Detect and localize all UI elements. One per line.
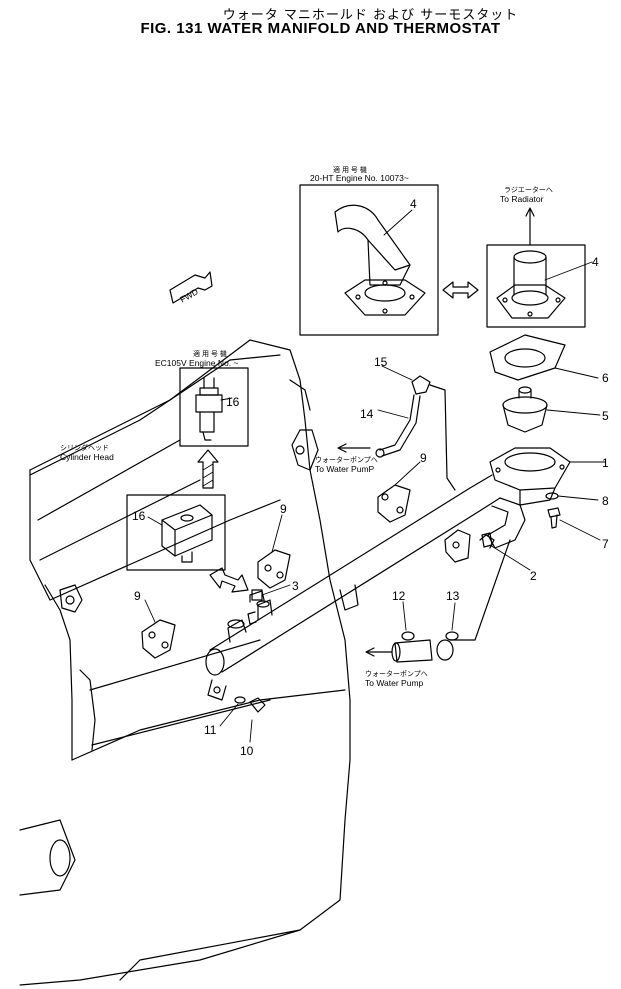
- hose-12: [365, 601, 433, 663]
- fwd-arrow: [169, 271, 213, 304]
- gasket: [489, 334, 599, 381]
- washer-8: [545, 492, 599, 501]
- gasket-9-right: [377, 461, 421, 523]
- part-number-9-left: 9: [134, 589, 141, 603]
- figure-title: FIG. 131 WATER MANIFOLD AND THERMOSTAT: [140, 20, 501, 37]
- cylinder-head-label-jp: シリンダヘッド: [60, 443, 109, 452]
- water-pump-label-jp-2: ウォーターポンプへ: [365, 669, 428, 678]
- to-water-pump-label-2: To Water Pump: [365, 678, 424, 688]
- part-number-4-right: 4: [592, 255, 599, 269]
- hatched-arrow-up: [197, 449, 219, 489]
- part-number-7: 7: [602, 537, 609, 551]
- engine-block-outline: [19, 339, 351, 986]
- interchange-arrow: [442, 281, 479, 299]
- applicable-label-20ht: 適 用 号 機: [333, 165, 367, 174]
- washer-11: [219, 696, 246, 727]
- part-number-14: 14: [360, 407, 374, 421]
- clamp-13: [436, 602, 459, 661]
- inset-box-20ht: [299, 184, 439, 336]
- part-number-16-bottom: 16: [132, 509, 146, 523]
- bolt-7: [547, 507, 601, 541]
- plug-3: [251, 584, 291, 601]
- fitting-15: [381, 365, 456, 491]
- part-number-9-right: 9: [420, 451, 427, 465]
- part-number-4-left: 4: [410, 197, 417, 211]
- to-radiator-label: To Radiator: [500, 194, 544, 204]
- part-number-6: 6: [602, 371, 609, 385]
- inset-box-radiator: [486, 207, 593, 328]
- part-number-9-center: 9: [280, 502, 287, 516]
- radiator-label-jp: ラジエーターへ: [504, 185, 553, 194]
- engine-no-20ht: 20-HT Engine No. 10073~: [310, 173, 409, 183]
- part-number-8: 8: [602, 494, 609, 508]
- part-number-5: 5: [602, 409, 609, 423]
- bolt-10: [249, 697, 266, 743]
- title-japanese: ウォータ マニホールド および サーモスタット: [222, 8, 519, 23]
- gasket-9-center: [257, 514, 291, 589]
- thermostat: [502, 386, 601, 433]
- hatched-arrow-diagonal: [209, 567, 249, 593]
- plug-2: [481, 532, 531, 571]
- part-number-2: 2: [530, 569, 537, 583]
- part-number-13: 13: [446, 589, 460, 603]
- inset-box-part16: [126, 494, 226, 571]
- manifold-outlet-elbow: [449, 497, 526, 641]
- gasket-9-left: [141, 599, 176, 659]
- part-number-16-top: 16: [226, 395, 240, 409]
- part-number-12: 12: [392, 589, 406, 603]
- engine-no-ec105v: EC105V Engine No. ~: [155, 358, 238, 368]
- cylinder-head-label: Cylinder Head: [60, 452, 114, 462]
- part-number-3: 3: [292, 579, 299, 593]
- part-number-10: 10: [240, 744, 254, 758]
- water-manifold: [205, 474, 501, 701]
- to-water-pump-label-1: To Water PumP: [315, 464, 375, 474]
- part-number-1: 1: [602, 456, 609, 470]
- thermostat-housing: [489, 447, 606, 506]
- inset-box-ec105v: [179, 367, 249, 447]
- part-number-15: 15: [374, 355, 388, 369]
- part-number-11: 11: [204, 723, 217, 737]
- water-pump-label-jp-1: ウォーターポンプへ: [315, 455, 378, 464]
- tube-14: [337, 394, 421, 458]
- applicable-label-ec105v: 適 用 号 機: [193, 349, 227, 358]
